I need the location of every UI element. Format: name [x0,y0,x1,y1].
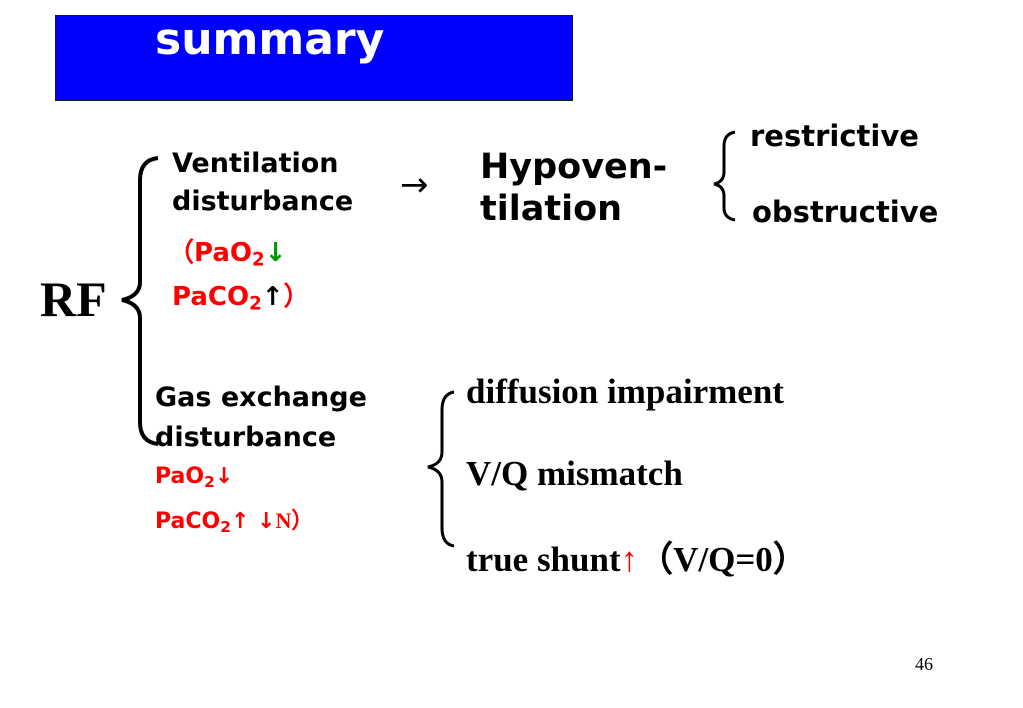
gas-exchange-brace [427,390,455,548]
up-arrow-icon: ↑ [261,282,284,312]
gas-exchange-line1: Gas exchange [155,382,367,413]
ventilation-line2: disturbance [172,186,354,217]
vq-mismatch-label: V/Q mismatch [466,454,683,493]
normal-letter: N [275,508,292,533]
slide-title: summary [155,14,385,65]
pao2-subscript: 2 [204,472,215,491]
gas-exchange-line2: disturbance [155,422,337,453]
close-paren: ） [283,282,310,312]
gas-exchange-disturbance-label: Gas exchange disturbance [155,378,367,458]
paco2-subscript: 2 [249,293,262,315]
right-arrow-icon: → [400,165,429,205]
restrictive-label: restrictive [750,119,919,153]
hypoventilation-line2: tilation [480,189,623,229]
close-paren: ） [291,509,314,534]
title-banner [55,15,573,101]
ventilation-line1: Ventilation [172,148,339,179]
ventilation-pao2: （PaO2↓ [168,232,286,269]
paco2-text: PaCO [155,509,221,534]
shunt-note: （V/Q=0） [638,540,808,579]
true-shunt-label: true shunt↑（V/Q=0） [466,531,808,582]
up-arrow-icon: ↑ [620,540,639,579]
pao2-text: PaO [155,464,205,489]
gas-exchange-pao2: PaO2↓ [155,464,234,491]
up-arrow-icon: ↑ [230,509,258,534]
true-shunt-text: true shunt [466,540,621,579]
paco2-text: PaCO [172,282,250,312]
down-arrow-icon: ↓ [257,509,276,534]
obstructive-label: obstructive [752,195,939,229]
paco2-subscript: 2 [220,517,231,536]
rf-label: RF [40,271,107,327]
ventilation-paco2: PaCO2↑） [172,276,310,313]
diffusion-impairment-label: diffusion impairment [466,372,784,411]
pao2-text: （PaO [168,238,253,268]
down-arrow-icon: ↓ [264,238,287,268]
page-number: 46 [915,654,933,674]
rf-main-brace [121,156,159,446]
gas-exchange-paco2: PaCO2↑ ↓N） [155,503,313,535]
ventilation-disturbance-label: Ventilation disturbance [172,145,353,221]
hypoventilation-label: Hypoven- tilation [480,146,667,230]
hypoventilation-line1: Hypoven- [480,147,668,187]
hypoventilation-brace [713,130,736,222]
down-arrow-icon: ↓ [214,464,234,489]
pao2-subscript: 2 [252,249,265,271]
